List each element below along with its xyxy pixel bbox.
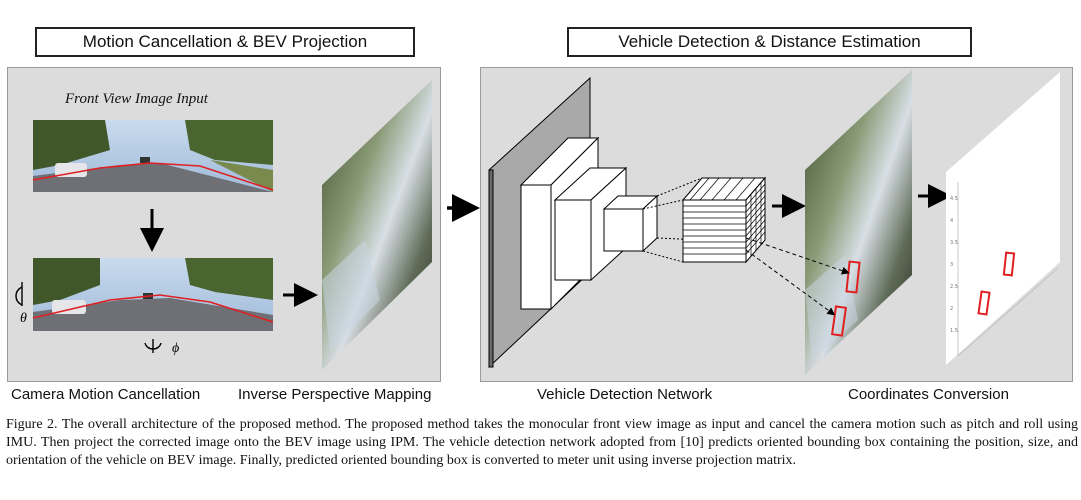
front-view-input-label: Front View Image Input (65, 91, 208, 107)
detection-box-1 (845, 260, 861, 294)
svg-text:1.5: 1.5 (950, 328, 958, 334)
detection-output-image (805, 70, 912, 375)
camera-motion-cancellation-label: Camera Motion Cancellation (11, 386, 201, 403)
svg-text:4.5: 4.5 (950, 196, 958, 202)
detection-connectors (745, 237, 850, 316)
figure-caption: Figure 2. The overall architecture of th… (6, 417, 1078, 468)
pitch-rotation-icon (15, 282, 23, 306)
phi-symbol: ϕ (172, 341, 179, 356)
inverse-perspective-mapping-label: Inverse Perspective Mapping (238, 386, 432, 403)
svg-text:3: 3 (950, 262, 953, 268)
corrected-front-view-image (32, 258, 274, 331)
roll-rotation-icon (144, 339, 162, 353)
vehicle-detection-network-label: Vehicle Detection Network (537, 386, 713, 403)
svg-text:2: 2 (950, 306, 953, 312)
detection-box-2 (830, 305, 848, 337)
converted-box-2 (977, 290, 991, 316)
vehicle-detection-title: Vehicle Detection & Distance Estimation (567, 27, 972, 57)
motion-cancellation-title: Motion Cancellation & BEV Projection (35, 27, 415, 57)
front-view-image (32, 120, 274, 192)
coordinates-plot: 4.5 4 3.5 3 2.5 2 1.5 (946, 72, 1060, 365)
coordinates-conversion-label: Coordinates Conversion (848, 386, 1009, 403)
converted-box-1 (1002, 251, 1016, 277)
theta-symbol: θ (20, 311, 27, 326)
svg-text:4: 4 (950, 218, 953, 224)
svg-text:3.5: 3.5 (950, 240, 958, 246)
svg-text:2.5: 2.5 (950, 284, 958, 290)
bev-projection-image (322, 80, 432, 370)
detection-network-diagram (488, 76, 767, 369)
